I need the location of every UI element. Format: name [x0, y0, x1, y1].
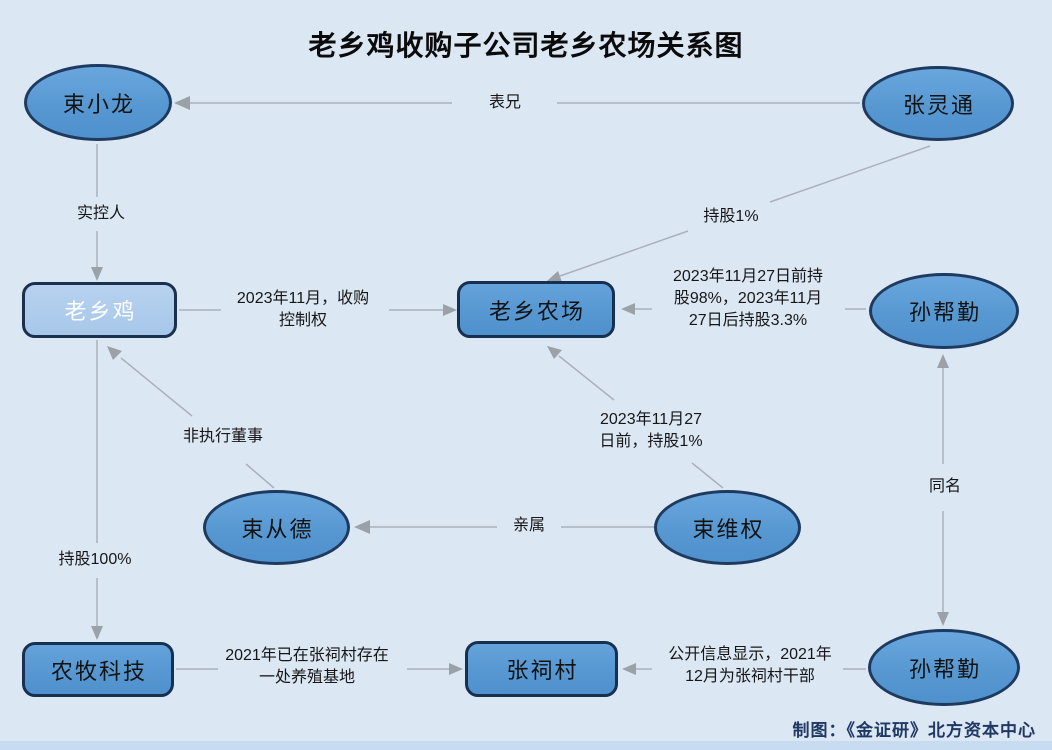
node-zhang-lingtong: 张灵通 [862, 66, 1014, 141]
node-nongmu-tech: 农牧科技 [22, 642, 174, 697]
edge-label-acquire-line2: 控制权 [278, 312, 327, 329]
node-sun-bangqin-top: 孙帮勤 [869, 273, 1019, 349]
edge-hold-1pct-line [547, 145, 931, 282]
edge-label-acquire-line1: 2023年11月，收购 [236, 290, 370, 307]
edge-label-acquire: 2023年11月，收购 控制权 [234, 288, 372, 332]
edge-label-sun-holding-line2: 股98%，2023年11月 [673, 290, 823, 307]
node-sun-bangqin-bottom: 孙帮勤 [868, 629, 1020, 706]
node-laoxiangji: 老乡鸡 [22, 282, 177, 338]
edge-label-weiquan-holding: 2023年11月27 日前，持股1% [597, 409, 705, 453]
edge-label-village-cadre-line2: 12月为张祠村干部 [685, 668, 815, 685]
edge-label-actual-controller: 实控人 [74, 203, 128, 225]
edge-actual-controller-line [91, 144, 103, 281]
bottom-strip [0, 741, 1052, 750]
edge-village-cadre-line [622, 663, 866, 675]
node-zhangci-village: 张祠村 [465, 641, 618, 697]
node-shu-congde: 束从德 [203, 490, 350, 565]
edge-hold-100pct-line [91, 340, 103, 640]
edge-label-non-exec-director: 非执行董事 [180, 426, 266, 448]
edge-label-hold-100pct: 持股100% [56, 549, 134, 571]
edge-non-exec-director-line [107, 346, 275, 489]
edge-label-same-name: 同名 [926, 476, 964, 498]
edge-same-name-line [937, 354, 949, 626]
node-laoxiang-farm: 老乡农场 [457, 281, 615, 338]
edge-label-weiquan-holding-line2: 日前，持股1% [599, 433, 703, 450]
edge-sun-holding-line [621, 303, 866, 315]
credit-text: 制图：《金证研》北方资本中心 [792, 721, 1036, 740]
edge-label-hold-1pct: 持股1% [701, 206, 761, 228]
node-shu-weiquan: 束维权 [654, 490, 801, 565]
edge-cousin-line [174, 96, 860, 110]
edge-label-farm-base-line2: 一处养殖基地 [258, 669, 356, 686]
edge-label-farm-base: 2021年已在张祠村存在 一处养殖基地 [223, 645, 391, 689]
edge-weiquan-holding-line [547, 346, 724, 489]
edge-farm-base-line [176, 663, 463, 675]
edge-label-village-cadre-line1: 公开信息显示，2021年 [668, 646, 832, 663]
edge-label-sun-holding: 2023年11月27日前持 股98%，2023年11月 27日后持股3.3% [670, 266, 826, 332]
edge-relative-line [354, 520, 654, 534]
edge-label-relative: 亲属 [510, 515, 548, 537]
edge-label-sun-holding-line1: 2023年11月27日前持 [672, 268, 824, 285]
edge-acquire-line [179, 304, 457, 316]
edge-label-cousin: 表兄 [486, 92, 524, 114]
diagram-title: 老乡鸡收购子公司老乡农场关系图 [308, 30, 744, 61]
node-shu-xiaolong: 束小龙 [24, 64, 172, 141]
edge-label-village-cadre: 公开信息显示，2021年 12月为张祠村干部 [666, 644, 834, 688]
edge-label-farm-base-line1: 2021年已在张祠村存在 [225, 647, 389, 664]
edge-label-weiquan-holding-line1: 2023年11月27 [599, 411, 703, 428]
edge-label-sun-holding-line3: 27日后持股3.3% [688, 312, 808, 329]
